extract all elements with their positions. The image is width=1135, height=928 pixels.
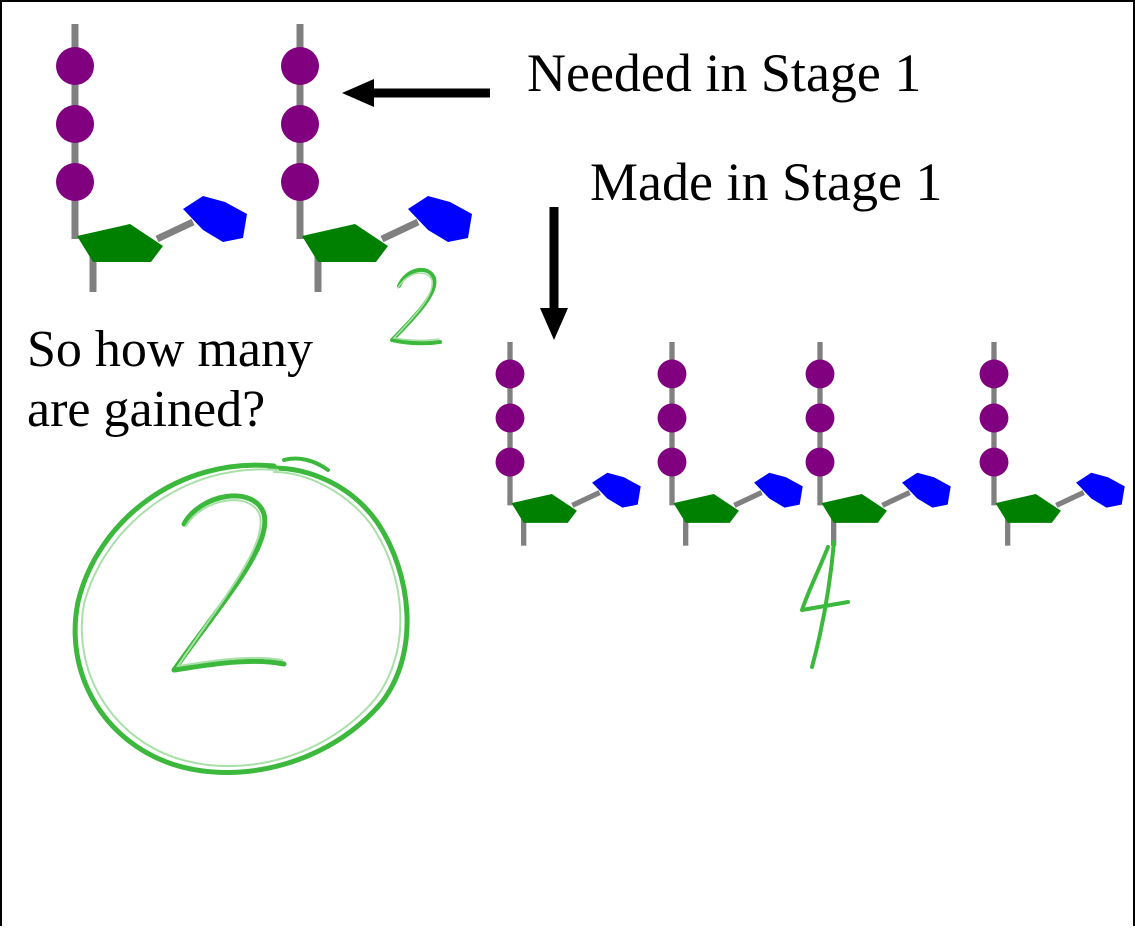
- nucleotide-icon: [657, 342, 803, 546]
- base-connector: [1055, 490, 1085, 508]
- phosphate-icon: [979, 359, 1009, 389]
- needed-molecules-group: [56, 24, 472, 292]
- handwritten-made-count: [800, 540, 850, 669]
- needed-label: Needed in Stage 1: [527, 43, 922, 103]
- question-line-1: So how many: [27, 321, 313, 378]
- handwritten-underline: [282, 456, 330, 472]
- made-arrow-icon: [540, 207, 568, 340]
- phosphate-icon: [805, 447, 835, 477]
- base-connector: [571, 490, 601, 508]
- sugar-icon: [302, 224, 388, 262]
- base-icon: [408, 196, 472, 242]
- base-icon: [1076, 472, 1125, 508]
- phosphate-icon: [805, 403, 835, 433]
- phosphate-icon: [495, 447, 525, 477]
- nucleotide-icon: [281, 24, 472, 292]
- question-label: So how many are gained?: [27, 320, 313, 440]
- nucleotide-icon: [56, 24, 247, 292]
- phosphate-icon: [657, 447, 687, 477]
- phosphate-icon: [657, 403, 687, 433]
- made-molecules-group: [495, 342, 1125, 546]
- phosphate-icon: [281, 105, 319, 143]
- base-connector: [733, 490, 763, 508]
- base-icon: [592, 472, 641, 508]
- base-icon: [183, 196, 247, 242]
- phosphate-icon: [56, 105, 94, 143]
- circled-answer: [72, 462, 410, 775]
- phosphate-icon: [56, 163, 94, 201]
- sugar-icon: [511, 494, 577, 523]
- question-line-2: are gained?: [27, 380, 266, 438]
- phosphate-icon: [979, 403, 1009, 433]
- sugar-icon: [673, 494, 739, 523]
- nucleotide-icon: [805, 342, 951, 546]
- phosphate-icon: [979, 447, 1009, 477]
- base-connector: [380, 218, 420, 243]
- sugar-icon: [821, 494, 887, 523]
- sugar-icon: [995, 494, 1061, 523]
- made-label: Made in Stage 1: [590, 152, 943, 212]
- phosphate-icon: [805, 359, 835, 389]
- phosphate-icon: [281, 163, 319, 201]
- handwritten-needed-count: [390, 267, 442, 346]
- nucleotide-icon: [495, 342, 641, 546]
- nucleotide-icon: [979, 342, 1125, 546]
- base-connector: [881, 490, 911, 508]
- phosphate-icon: [657, 359, 687, 389]
- base-icon: [754, 472, 803, 508]
- phosphate-icon: [56, 47, 94, 85]
- base-icon: [902, 472, 951, 508]
- phosphate-icon: [495, 359, 525, 389]
- phosphate-icon: [281, 47, 319, 85]
- base-connector: [155, 218, 195, 243]
- phosphate-icon: [495, 403, 525, 433]
- needed-arrow-icon: [342, 79, 490, 107]
- sugar-icon: [77, 224, 163, 262]
